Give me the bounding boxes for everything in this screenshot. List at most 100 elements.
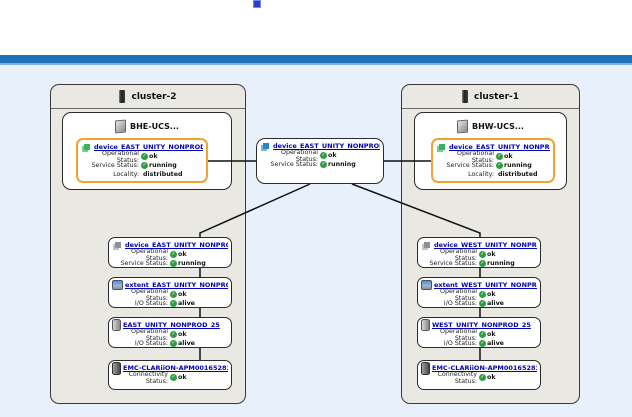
status-value: ok: [487, 291, 496, 298]
cluster-1-header: cluster-1: [402, 85, 579, 109]
status-ok-icon: [479, 374, 486, 381]
status-value: ok: [178, 331, 187, 338]
status-label: I/O Status:: [134, 340, 168, 347]
status-label: Service Status:: [270, 161, 318, 168]
status-label: I/O Status:: [443, 300, 477, 307]
storage-array-node: EMC-CLARiiON-APM0016528355 Connectivity …: [108, 360, 232, 390]
status-value: running: [149, 162, 177, 169]
host-header: BHE-UCS...: [63, 113, 231, 137]
status-label: Service Status:: [91, 162, 139, 169]
status-value: ok: [487, 374, 496, 381]
array-link[interactable]: EMC-CLARiiON-APM0016528355: [432, 364, 537, 372]
host-device-node: device_EAST_UNITY_NONPROD_25 Operational…: [76, 138, 208, 183]
status-label: Service Status:: [446, 162, 494, 169]
status-label: Connectivity Status:: [128, 370, 168, 385]
device-link[interactable]: device_EAST_UNITY_NONPROD_25: [273, 142, 380, 150]
device-icon: [84, 144, 90, 150]
local-device-icon: [424, 242, 430, 248]
status-ok-icon: [170, 260, 177, 267]
status-ok-icon: [320, 152, 327, 159]
host-icon: [457, 119, 468, 133]
host-device-node: device_EAST_UNITY_NONPROD_25 Operational…: [431, 138, 555, 183]
status-ok-icon: [141, 162, 148, 169]
cluster-icon: [119, 90, 126, 103]
status-label: I/O Status:: [443, 340, 477, 347]
status-value: ok: [149, 153, 158, 160]
status-label: Operational Status:: [440, 327, 477, 342]
extent-icon: [112, 280, 123, 290]
device-link[interactable]: device_EAST_UNITY_NONPROD_25: [125, 241, 228, 249]
status-value: ok: [487, 331, 496, 338]
host-icon: [115, 119, 126, 133]
device-link[interactable]: device_EAST_UNITY_NONPROD_25: [94, 143, 203, 151]
array-link[interactable]: EMC-CLARiiON-APM0016528355: [123, 364, 228, 372]
status-ok-icon: [479, 300, 486, 307]
status-label: Operational Status:: [281, 148, 318, 163]
storage-volume-icon: [421, 319, 430, 331]
device-link[interactable]: device_EAST_UNITY_NONPROD_25: [449, 143, 550, 151]
status-ok-icon: [170, 251, 177, 258]
status-ok-icon: [479, 340, 486, 347]
status-ok-icon: [170, 340, 177, 347]
status-value: distributed: [498, 171, 538, 178]
local-device-icon: [115, 242, 121, 248]
storage-volume-node: EAST_UNITY_NONPROD_25 Operational Status…: [108, 317, 232, 348]
volume-link[interactable]: EAST_UNITY_NONPROD_25: [123, 321, 220, 329]
storage-volume-node: WEST_UNITY_NONPROD_25 Operational Status…: [417, 317, 541, 348]
status-ok-icon: [496, 153, 503, 160]
extent-node: extent_WEST_UNITY_NONPROD_25 Operational…: [417, 277, 541, 308]
status-value: ok: [504, 153, 513, 160]
status-value: ok: [178, 251, 187, 258]
extent-icon: [421, 280, 432, 290]
top-blue-bar: [0, 55, 632, 65]
status-ok-icon: [320, 161, 327, 168]
status-ok-icon: [479, 291, 486, 298]
status-label: Operational Status:: [131, 327, 168, 342]
volume-link[interactable]: WEST_UNITY_NONPROD_25: [432, 321, 531, 329]
cluster-title: cluster-1: [473, 91, 520, 102]
status-value: alive: [178, 300, 195, 307]
device-link[interactable]: device_WEST_UNITY_NONPROD_25: [434, 241, 537, 249]
status-label: Operational Status:: [440, 247, 477, 262]
status-value: ok: [487, 251, 496, 258]
status-value: running: [328, 161, 356, 168]
status-value: running: [178, 260, 206, 267]
cluster-2-header: cluster-2: [51, 85, 245, 109]
device-icon: [439, 144, 445, 150]
extent-node: extent_EAST_UNITY_NONPROD_25 Operational…: [108, 277, 232, 308]
local-device-node: device_EAST_UNITY_NONPROD_25 Operational…: [108, 237, 232, 268]
status-label: Operational Status:: [102, 149, 139, 164]
storage-array-icon: [112, 361, 121, 375]
status-label: Connectivity Status:: [437, 370, 477, 385]
extent-link[interactable]: extent_EAST_UNITY_NONPROD_25: [125, 281, 228, 289]
applet-icon: [253, 0, 261, 8]
status-value: alive: [178, 340, 195, 347]
distributed-device-icon: [263, 143, 269, 149]
host-title: BHE-UCS...: [130, 121, 179, 131]
status-ok-icon: [479, 260, 486, 267]
local-device-node: device_WEST_UNITY_NONPROD_25 Operational…: [417, 237, 541, 268]
status-label: I/O Status:: [134, 300, 168, 307]
status-value: distributed: [143, 171, 183, 178]
status-ok-icon: [170, 300, 177, 307]
extent-link[interactable]: extent_WEST_UNITY_NONPROD_25: [434, 281, 537, 289]
status-label: Operational Status:: [131, 287, 168, 302]
status-value: running: [487, 260, 515, 267]
storage-array-node: EMC-CLARiiON-APM0016528355 Connectivity …: [417, 360, 541, 390]
cluster-title: cluster-2: [131, 91, 177, 102]
status-ok-icon: [496, 162, 503, 169]
status-ok-icon: [479, 331, 486, 338]
status-value: alive: [487, 340, 504, 347]
status-ok-icon: [170, 291, 177, 298]
distributed-device-node: device_EAST_UNITY_NONPROD_25 Operational…: [256, 138, 384, 184]
status-label: Locality:: [468, 171, 494, 178]
status-ok-icon: [170, 374, 177, 381]
status-value: ok: [178, 374, 187, 381]
status-label: Service Status:: [120, 260, 168, 267]
status-value: ok: [328, 152, 337, 159]
status-ok-icon: [141, 153, 148, 160]
status-ok-icon: [479, 251, 486, 258]
status-label: Operational Status:: [131, 247, 168, 262]
status-label: Locality:: [113, 171, 139, 178]
